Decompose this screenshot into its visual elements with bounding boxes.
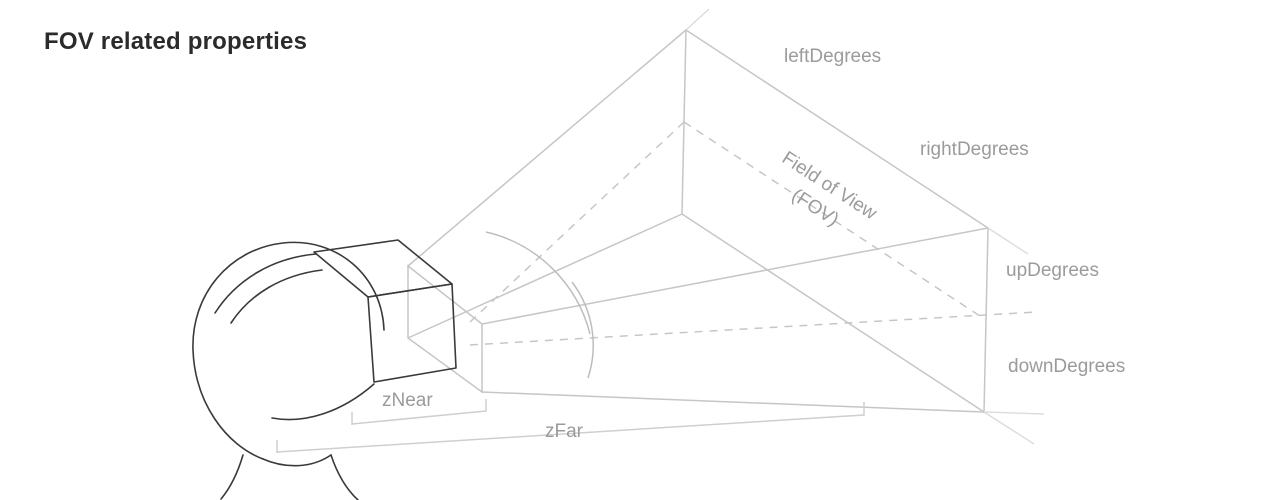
strap-cheek [271,383,375,421]
label-down-degrees: downDegrees [1008,356,1126,377]
ray-extension-bottom [983,411,1045,415]
edge-bottom-left [407,213,683,339]
vr-headset-sketch [192,239,457,500]
label-zfar: zFar [545,421,583,442]
neck-right [330,454,359,500]
label-up-degrees: upDegrees [1006,260,1099,281]
strap-upper [214,253,317,314]
dashed-guides [469,121,1037,346]
ray-extension-right [987,227,1029,255]
measurement-brackets [276,399,865,453]
label-znear: zNear [382,390,433,411]
edge-bottom-right [481,391,985,413]
neck-left [220,454,244,500]
znear-bracket [351,399,487,425]
strap-lower [230,269,323,324]
ray-extension-bottom-diag [983,411,1035,445]
jaw-outline [262,454,332,467]
headset-top-face [313,239,453,298]
fov-angle-arcs [485,231,594,379]
label-left-degrees: leftDegrees [784,46,882,67]
horizontal-fov-arc [485,231,591,335]
headset-front-face [367,283,457,383]
guide-far-plane-midline [683,121,987,321]
ray-extension-top [685,8,710,31]
edge-top-left [407,29,687,267]
label-right-degrees: rightDegrees [920,139,1029,160]
guide-eye-to-left-mid [469,121,685,323]
head-outline [192,241,385,460]
zfar-bracket [276,402,865,453]
frustum-lines [407,8,1045,445]
vertical-fov-arc [571,281,594,379]
edge-top-right [481,227,989,325]
guide-view-axis [469,311,1037,346]
page-title: FOV related properties [44,28,308,55]
